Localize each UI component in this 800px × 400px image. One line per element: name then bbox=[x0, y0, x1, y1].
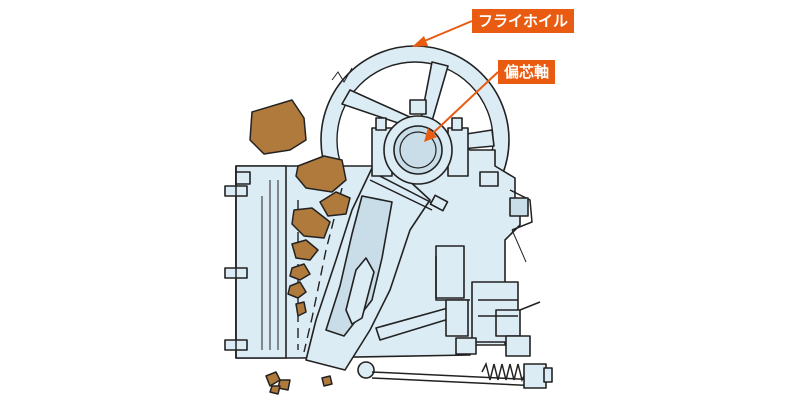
rock bbox=[319, 191, 351, 217]
rock bbox=[295, 155, 347, 193]
tension-spring bbox=[481, 361, 527, 383]
rock bbox=[321, 375, 333, 387]
shaft-leader-arrow bbox=[431, 71, 499, 135]
motion-arrow-mark bbox=[331, 67, 353, 83]
rock bbox=[269, 385, 281, 395]
eccentric-shaft-label: 偏芯軸 bbox=[498, 60, 556, 84]
rock bbox=[291, 239, 319, 261]
rock bbox=[291, 207, 331, 239]
rock bbox=[289, 263, 311, 281]
swing-jaw bbox=[303, 167, 449, 371]
toggle-mechanism bbox=[357, 189, 553, 389]
rock bbox=[295, 301, 307, 317]
flywheel-arrowhead bbox=[412, 36, 428, 47]
rock bbox=[287, 281, 307, 299]
flywheel-label: フライホイル bbox=[472, 9, 575, 33]
shaft-arrowhead bbox=[424, 128, 437, 142]
eccentric-shaft-housing bbox=[371, 99, 499, 187]
flywheel-leader-arrow bbox=[421, 20, 473, 43]
rock bbox=[265, 371, 281, 387]
rocks bbox=[249, 99, 351, 395]
label-arrows bbox=[412, 20, 499, 142]
rock bbox=[249, 99, 307, 155]
